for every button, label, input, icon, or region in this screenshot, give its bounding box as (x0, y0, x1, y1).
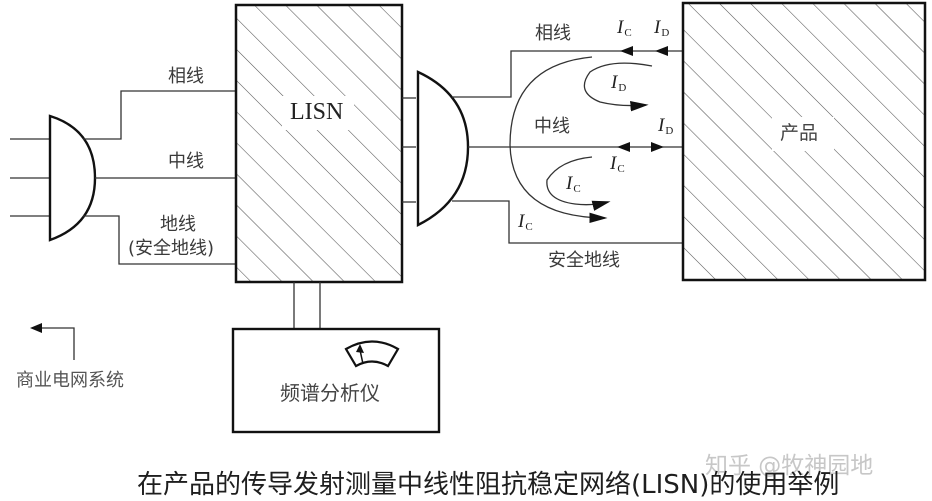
current-arrowheads (617, 46, 668, 152)
spectrum-analyzer-block (231, 327, 441, 434)
commercial-grid-arrow (30, 323, 75, 360)
lisn-block (234, 3, 404, 284)
right-safety-ground-label: 安全地线 (548, 250, 620, 271)
left-ground-note: (安全地线) (128, 238, 215, 259)
id-label-loop: ID (611, 72, 627, 94)
spectrum-analyzer-label: 频谱分析仪 (280, 381, 380, 405)
right-wiring (452, 50, 684, 244)
left-phase-label: 相线 (168, 66, 204, 87)
lisn-analyzer-cable (293, 282, 321, 329)
left-neutral-label: 中线 (168, 151, 204, 172)
ic-label-loop: IC (566, 173, 581, 195)
figure-caption: 在产品的传导发射测量中线性阻抗稳定网络(LISN)的使用举例 (137, 470, 840, 500)
product-label: 产品 (780, 122, 819, 144)
lisn-output-wiring (402, 97, 416, 203)
ic-label-neutral: IC (610, 153, 625, 175)
id-label-phase: ID (654, 17, 670, 39)
right-neutral-label: 中线 (534, 116, 570, 137)
grid-plug-icon (48, 114, 97, 242)
product-plug-icon (416, 70, 470, 227)
ic-label-ground: IC (518, 211, 533, 233)
meter-icon (344, 340, 400, 368)
id-label-neutral: ID (658, 115, 674, 137)
ic-label-phase: IC (617, 17, 632, 39)
common-loop-arrow (546, 156, 611, 211)
common-mode-loop-arc (509, 56, 608, 224)
grid-input-prongs (10, 138, 50, 217)
left-wiring (83, 90, 236, 265)
watermark: 知乎 @牧神园地 (705, 453, 874, 479)
differential-loop-arrow (583, 62, 653, 112)
lisn-label: LISN (290, 99, 344, 125)
left-ground-label: 地线 (160, 214, 196, 235)
right-phase-label: 相线 (535, 23, 571, 44)
commercial-grid-label: 商业电网系统 (16, 370, 124, 391)
